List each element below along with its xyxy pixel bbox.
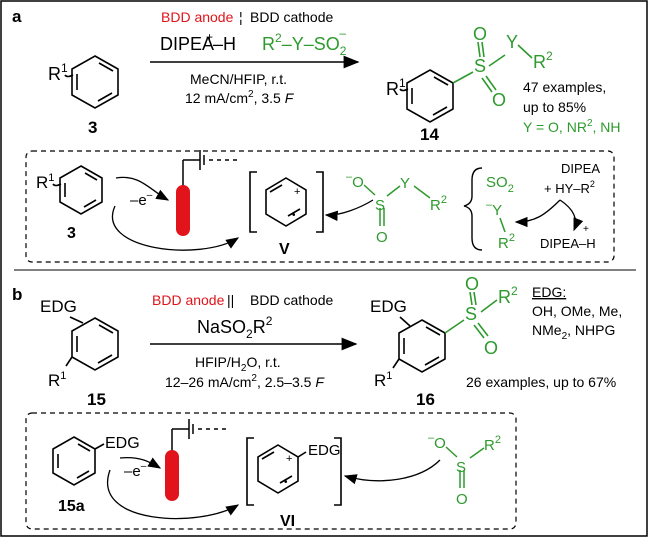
panel-b-label: b <box>12 285 22 304</box>
mech-a-benzene <box>52 165 103 215</box>
condition-sep-b: || <box>227 292 234 308</box>
product-14-Y: Y <box>506 32 518 52</box>
product-14-O-bottom: O <box>492 90 506 110</box>
product-16-S: S <box>465 304 477 324</box>
reagent-dipea: DIPEA+–H <box>160 30 236 54</box>
solvent-a: MeCN/HFIP, r.t. <box>190 71 287 87</box>
brace-a <box>463 167 483 251</box>
compound-16-label: 16 <box>416 390 435 409</box>
mech-b-loop-arrow <box>107 469 240 520</box>
sulfinate-b-S: S <box>456 459 466 476</box>
mechanism-box-b <box>25 412 517 530</box>
edg-list-2: NMe2, NHPG <box>532 322 615 342</box>
reactant-15-structure <box>65 316 119 371</box>
mech-a-electrode <box>176 150 238 236</box>
yield-a-line3: Y = O, NR2, NH <box>523 118 621 135</box>
product-16-r1: R1 <box>374 370 392 390</box>
intermediate-VI-plus: + <box>286 453 292 465</box>
compound-14-label: 14 <box>420 125 439 144</box>
sulfinate-a-O2: O <box>376 229 388 246</box>
sulfinate-a-bonds <box>363 184 431 226</box>
reagent-sulfinate: R2–Y–SO2– <box>262 26 347 58</box>
panel-a-label: a <box>12 7 22 26</box>
proton-transfer-arrow <box>514 199 561 228</box>
product-14-structure <box>399 69 454 123</box>
dipeah-plus: + <box>583 224 589 235</box>
mech-b-electron: –e– <box>124 461 147 480</box>
sulfinate-b-R2: R2 <box>484 434 501 454</box>
intermediate-V-label: V <box>279 241 290 258</box>
reagent-nasso2r2: NaSO2R2 <box>197 314 273 341</box>
intermediate-VI-structure <box>246 437 342 506</box>
product-14-O-top: O <box>473 24 487 44</box>
mech-b-compound-15a: 15a <box>58 498 85 515</box>
edg-list-1: OH, OMe, Me, <box>532 303 622 319</box>
dipeah: DIPEA–H <box>540 236 596 251</box>
current-a: 12 mA/cm2, 3.5 F <box>185 89 295 106</box>
sulfinate-a-S: S <box>375 197 385 214</box>
current-b: 12–26 mA/cm2, 2.5–3.5 F <box>165 373 325 390</box>
intermediate-V-structure <box>249 171 324 233</box>
product-14-r1: R1 <box>386 76 406 99</box>
anion-Y: –Y <box>486 199 502 219</box>
product-14-sulfonyl <box>452 41 533 93</box>
mech-b-electrode <box>165 419 226 501</box>
intermediate-V-plus: + <box>294 186 300 198</box>
condition-cathode-a: BDD cathode <box>250 9 333 25</box>
reactant-15-r1: R1 <box>48 370 66 390</box>
anion-R2: R2 <box>498 232 515 252</box>
mech-b-nucleophile-arrow <box>343 459 441 485</box>
dipea-a: DIPEA <box>561 161 600 176</box>
hy-r2: + HY–R2 <box>544 179 595 196</box>
sulfinate-a-Y: Y <box>400 175 410 192</box>
solvent-b: HFIP/H2O, r.t. <box>195 354 281 374</box>
edg-title: EDG: <box>532 284 566 300</box>
intermediate-VI-label: VI <box>280 513 295 530</box>
mech-b-benzene <box>52 436 105 486</box>
sulfinate-b-O2: O <box>456 491 468 508</box>
product-16-edg: EDG <box>370 297 407 316</box>
mech-a-loop-arrow <box>111 205 240 251</box>
product-16-O-top: O <box>465 274 479 294</box>
mech-a-electron: –e– <box>130 190 153 209</box>
intermediate-VI-dot: • <box>284 477 288 488</box>
product-14-R2: R2 <box>533 49 553 72</box>
mech-a-nucleophile-arrow <box>324 199 374 222</box>
mech-b-edg: EDG <box>105 435 140 452</box>
yield-a-line2: up to 85% <box>523 99 586 115</box>
dipeah-arrow <box>559 199 584 232</box>
yield-b: 26 examples, up to 67% <box>466 374 616 390</box>
condition-anode-a: BDD anode <box>161 9 234 25</box>
condition-cathode-b: BDD cathode <box>250 292 333 308</box>
intermediate-VI-edg: EDG <box>308 442 341 459</box>
mech-a-compound-3: 3 <box>67 225 76 242</box>
mech-b-electron-arrow <box>119 456 162 469</box>
reactant-15-edg: EDG <box>40 297 77 316</box>
product-16-structure <box>392 316 446 373</box>
so2-text: SO2 <box>486 174 514 195</box>
sulfinate-b-O: –O <box>428 432 446 452</box>
sulfinate-a-R2: R2 <box>430 194 447 214</box>
sulfinate-a-O: –O <box>346 171 364 191</box>
intermediate-V-dot: • <box>292 210 296 221</box>
product-16-sulfonyl <box>444 291 498 339</box>
compound-15-label: 15 <box>87 390 106 409</box>
mech-a-r1: R1 <box>36 172 54 192</box>
reactant-3-r1: R1 <box>48 61 68 84</box>
product-16-O-bottom: O <box>484 338 498 358</box>
mech-a-electron-arrow <box>115 176 170 201</box>
condition-anode-b: BDD anode <box>152 292 225 308</box>
mechanism-box-a <box>25 150 615 263</box>
yield-a-line1: 47 examples, <box>523 79 606 95</box>
product-16-R2: R2 <box>498 284 518 307</box>
sulfinate-b-bonds <box>445 446 485 488</box>
anion-bond <box>499 217 506 233</box>
reactant-3-structure <box>64 55 119 109</box>
product-14-S: S <box>474 56 486 76</box>
compound-3-label: 3 <box>88 118 97 137</box>
condition-sep-a: ¦ <box>239 9 243 25</box>
